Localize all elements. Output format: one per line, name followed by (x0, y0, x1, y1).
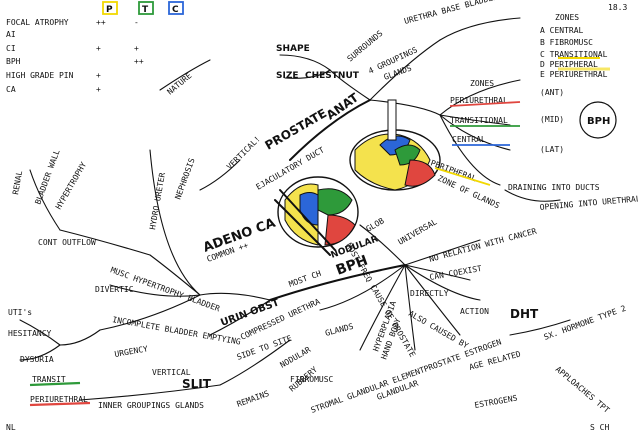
label-apploaches: APPLOACHES TPT (554, 365, 612, 415)
label-slit: SLIT (182, 377, 212, 391)
label-size: SIZE (276, 71, 299, 81)
zone-item: B FIBROMUSC (540, 38, 593, 47)
label-surround: SURROUNDS (346, 29, 385, 64)
center-anat: ANAT (324, 90, 362, 123)
label-coexist: CAN COEXIST (429, 264, 483, 282)
row-mark: + (134, 44, 139, 53)
label-lobe-lat: (LAT) (540, 145, 564, 154)
prostate-cross-section (274, 176, 359, 256)
label-dysuria: DYSURIA (20, 355, 54, 364)
prostate-illustration (349, 99, 441, 191)
row-mark: + (96, 85, 101, 94)
zone-item: E PERIURETHRAL (540, 70, 608, 79)
label-central: CENTRAL (452, 135, 486, 144)
left-branch-labels: HYDRO URETER NEPHROSIS RENAL BLADDER WAL… (8, 71, 241, 364)
label-vertical: VERTICAL (152, 368, 191, 377)
row-label: HIGH GRADE PIN (6, 71, 74, 80)
label-lobe-ant: (ANT) (540, 88, 564, 97)
corner-initials-right: S CH (590, 423, 609, 432)
row-label: CA (6, 85, 16, 94)
label-lobe-mid: (MID) (540, 115, 564, 124)
header-box-t (138, 1, 154, 15)
label-bladder-wall: BLADDER WALL (33, 148, 61, 206)
label-no-relation: NO RELATION WITH CANCER (428, 227, 538, 264)
row-label: CI (6, 44, 16, 53)
zone-lesion-table: P T C FOCAL ATROPHY ++ - AI CI + + BPH +… (6, 1, 184, 94)
header-box-c (168, 1, 184, 15)
label-chestnut: CHESTNUT (305, 71, 360, 81)
label-compressed: COMPRESSED URETHRA (239, 297, 322, 342)
row-mark: ++ (134, 57, 144, 66)
label-hypertrophy: HYPERTROPHY (54, 160, 88, 211)
row-mark: + (96, 44, 101, 53)
row-mark: + (96, 71, 101, 80)
label-action: ACTION (460, 307, 489, 316)
label-glands-word: GLANDS (324, 322, 354, 338)
bph-circle (579, 101, 617, 139)
label-sex-hormone: SX. HORMONE TYPE 2 (543, 304, 628, 342)
header-c: C (172, 5, 179, 15)
label-periurethral-bottom: PERIURETHRAL (30, 395, 88, 404)
label-zones2: ZONES (470, 79, 494, 88)
label-glob: GLOB (365, 216, 386, 234)
corner-initials: NL (6, 423, 16, 432)
bph-circle-label: BPH (587, 116, 610, 127)
label-nodular2: NODULAR (279, 345, 313, 370)
row-mark: - (134, 18, 139, 27)
label-shape: SHAPE (276, 44, 310, 54)
row-label: BPH (6, 57, 21, 66)
label-urgency: URGENCY (114, 344, 149, 359)
label-transitional: TRANSITIONAL (450, 116, 508, 125)
zone-item: D PERIPHERAL (540, 60, 598, 69)
zone-item: C TRANSITIONAL (540, 50, 608, 59)
label-innergrouping: INNER GROUPINGS GLANDS (98, 401, 204, 410)
label-hydronephrosis: HYDRO URETER (148, 172, 167, 231)
label-nephrosis: NEPHROSIS (173, 157, 196, 201)
row-mark: ++ (96, 18, 106, 27)
header-t: T (142, 5, 149, 15)
branch-lines (19, 17, 571, 401)
label-transit: TRANSIT (32, 375, 66, 384)
label-diverticula: DIVERTIC (95, 285, 134, 294)
label-draining: DRAINING INTO DUCTS (508, 183, 600, 192)
header-p: P (106, 5, 113, 15)
label-remains: REMAINS (236, 389, 271, 409)
label-cont-outflow: CONT OUTFLOW (38, 238, 96, 247)
label-zones-title: ZONES (555, 13, 579, 22)
label-urethra-base: URETHRA BASE BLADDER (403, 0, 499, 26)
label-renal: RENAL (11, 170, 24, 195)
label-vertical-adeno: VERTICAL! (225, 134, 262, 171)
label-periurethral: PERIURETHRAL (450, 96, 508, 105)
header-box-p (102, 1, 118, 15)
label-uti: UTI's (8, 308, 32, 317)
row-label: FOCAL ATROPHY (6, 18, 69, 27)
label-dht: DHT (510, 307, 539, 321)
label-hesitancy: HESITANCY (8, 329, 52, 338)
label-directly: DIRECTLY (410, 289, 449, 298)
label-estrogens: ESTROGENS (474, 394, 518, 410)
corner-number: 18.3 (608, 3, 627, 12)
label-universal: UNIVERSAL (397, 217, 439, 247)
zone-item: A CENTRAL (540, 26, 584, 35)
row-label: AI (6, 30, 16, 39)
label-fibromusc: FIBROMUSC (290, 375, 334, 384)
